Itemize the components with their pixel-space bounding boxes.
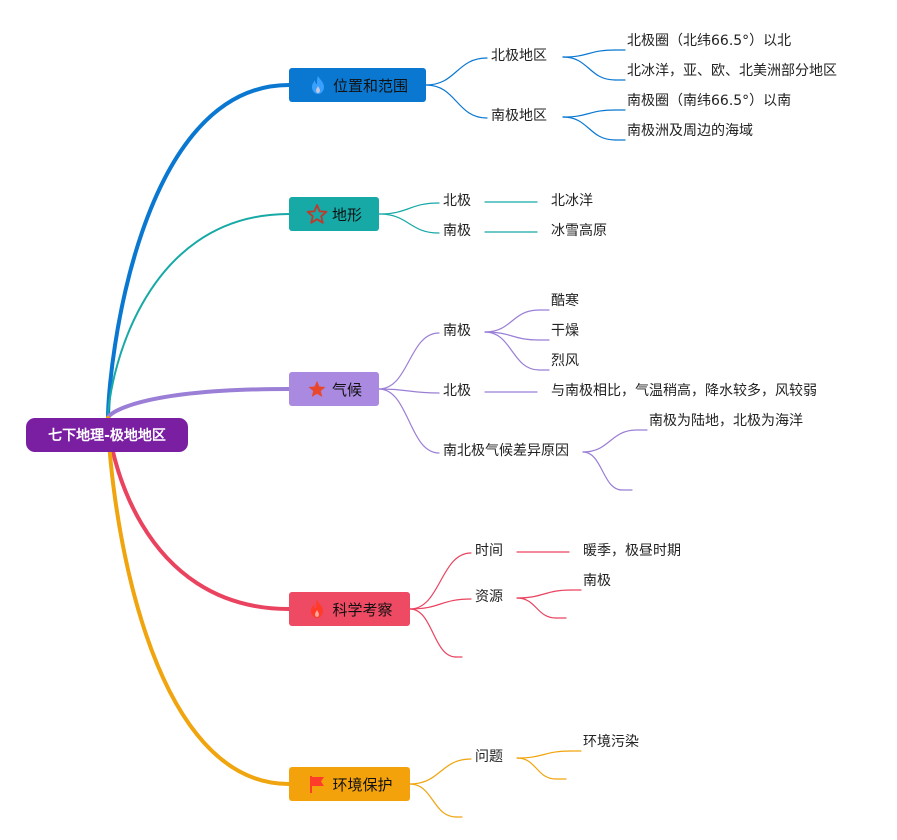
leaf-node-climate-0-1[interactable]: 干燥 bbox=[551, 323, 579, 339]
star-icon bbox=[306, 378, 328, 400]
sub-node-climate-0[interactable]: 南极 bbox=[443, 323, 471, 339]
sub-link-science-2 bbox=[409, 608, 457, 658]
root-node[interactable]: 七下地理-极地地区 bbox=[26, 418, 188, 452]
leaf-node-climate-2-0[interactable]: 南极为陆地，北极为海洋 bbox=[649, 413, 803, 429]
leaf-node-terrain-1-0[interactable]: 冰雪高原 bbox=[551, 223, 607, 239]
sub-link-science-1 bbox=[409, 598, 472, 610]
sub-node-science-1[interactable]: 资源 bbox=[475, 589, 503, 605]
sub-link-position-1 bbox=[425, 84, 488, 119]
sub-node-terrain-1[interactable]: 南极 bbox=[443, 223, 471, 239]
sub-link-position-0 bbox=[425, 57, 488, 86]
category-node-climate[interactable]: 气候 bbox=[289, 372, 379, 406]
leaf-node-terrain-0-0[interactable]: 北冰洋 bbox=[551, 193, 593, 209]
sub-link-terrain-1 bbox=[378, 213, 440, 234]
leaf-link-position-0-0 bbox=[562, 49, 616, 58]
sub-link-environment-0 bbox=[409, 758, 472, 785]
leaf-node-position-0-0[interactable]: 北极圈（北纬66.5°）以北 bbox=[627, 33, 792, 49]
category-label: 科学考察 bbox=[332, 600, 393, 619]
leaf-link-science-1-0 bbox=[516, 589, 572, 599]
category-node-science[interactable]: 科学考察 bbox=[289, 592, 410, 626]
leaf-node-science-0-0[interactable]: 暖季，极昼时期 bbox=[583, 543, 681, 559]
leaf-node-position-1-1[interactable]: 南极洲及周边的海域 bbox=[627, 123, 753, 139]
sub-node-position-1[interactable]: 南极地区 bbox=[491, 108, 547, 124]
branch-line-position bbox=[106, 83, 291, 420]
leaf-link-environment-0-1 bbox=[516, 757, 557, 780]
sub-node-terrain-0[interactable]: 北极 bbox=[443, 193, 471, 209]
leaf-node-position-0-1[interactable]: 北冰洋，亚、欧、北美洲部分地区 bbox=[627, 63, 837, 79]
category-label: 环境保护 bbox=[332, 775, 393, 794]
leaf-link-position-1-0 bbox=[562, 109, 616, 118]
sub-node-climate-1[interactable]: 北极 bbox=[443, 383, 471, 399]
leaf-link-climate-0-2 bbox=[484, 331, 540, 371]
fire-icon bbox=[307, 74, 329, 96]
fire-icon bbox=[306, 598, 328, 620]
sub-link-science-0 bbox=[409, 552, 472, 610]
star-outline-icon bbox=[306, 203, 328, 225]
sub-link-climate-2 bbox=[378, 388, 440, 454]
leaf-link-position-0-1 bbox=[562, 56, 616, 81]
category-label: 位置和范围 bbox=[332, 76, 408, 95]
category-node-terrain[interactable]: 地形 bbox=[289, 197, 379, 231]
leaf-link-science-1-1 bbox=[516, 597, 557, 619]
leaf-node-position-1-0[interactable]: 南极圈（南纬66.5°）以南 bbox=[627, 93, 792, 109]
branch-line-climate bbox=[106, 387, 291, 420]
root-label: 七下地理-极地地区 bbox=[48, 428, 166, 444]
flag-icon bbox=[306, 773, 328, 795]
leaf-node-environment-0-0[interactable]: 环境污染 bbox=[583, 734, 639, 750]
leaf-link-climate-2-0 bbox=[582, 429, 638, 453]
sub-node-science-0[interactable]: 时间 bbox=[475, 543, 503, 559]
leaf-node-climate-1-0[interactable]: 与南极相比，气温稍高，降水较多，风较弱 bbox=[551, 383, 817, 399]
branch-line-terrain bbox=[107, 213, 290, 419]
leaf-link-environment-0-0 bbox=[516, 750, 572, 759]
category-label: 气候 bbox=[331, 380, 362, 399]
category-label: 地形 bbox=[331, 205, 362, 224]
sub-node-position-0[interactable]: 北极地区 bbox=[491, 48, 547, 64]
branch-line-environment bbox=[106, 416, 291, 786]
leaf-node-science-1-0[interactable]: 南极 bbox=[583, 573, 611, 589]
leaf-link-position-1-1 bbox=[562, 116, 616, 141]
leaf-node-climate-0-0[interactable]: 酷寒 bbox=[551, 293, 579, 309]
leaf-link-climate-0-0 bbox=[484, 309, 540, 333]
sub-link-climate-0 bbox=[378, 332, 440, 390]
category-node-position[interactable]: 位置和范围 bbox=[289, 68, 426, 102]
leaf-link-climate-2-1 bbox=[582, 451, 623, 491]
leaf-node-climate-0-2[interactable]: 烈风 bbox=[551, 353, 579, 369]
sub-node-environment-0[interactable]: 问题 bbox=[475, 749, 503, 765]
sub-link-terrain-0 bbox=[378, 202, 440, 215]
sub-link-climate-1 bbox=[378, 388, 440, 394]
category-node-environment[interactable]: 环境保护 bbox=[289, 767, 410, 801]
sub-node-climate-2[interactable]: 南北极气候差异原因 bbox=[443, 443, 569, 459]
sub-link-environment-1 bbox=[409, 783, 457, 818]
